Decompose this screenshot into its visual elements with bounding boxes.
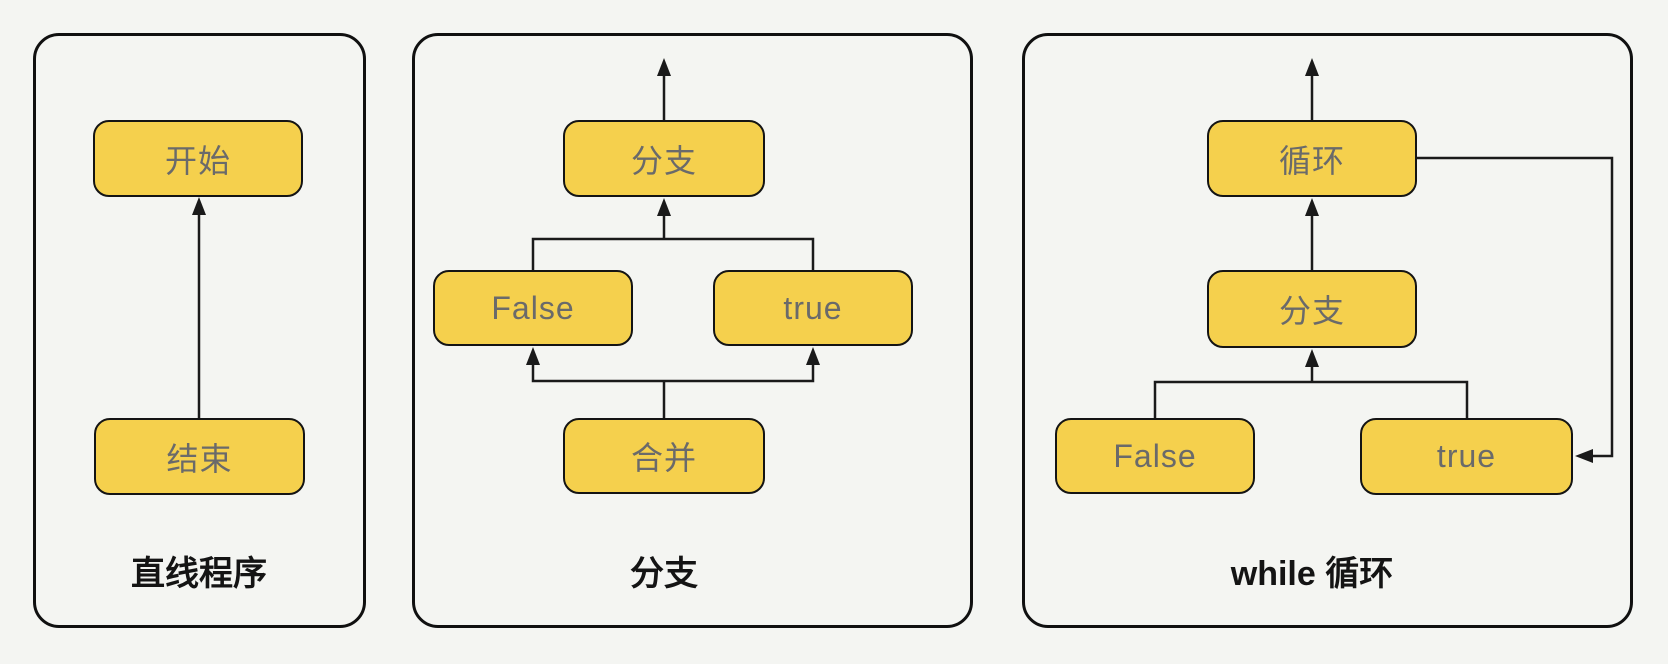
caption-linear-program: 直线程序 bbox=[131, 555, 267, 593]
panel-linear-program bbox=[33, 33, 366, 628]
caption-branch: 分支 bbox=[630, 555, 698, 593]
linear-node-end: 结束 bbox=[94, 418, 305, 495]
while-node-false: False bbox=[1055, 418, 1255, 494]
while-node-branch: 分支 bbox=[1207, 270, 1417, 348]
while-node-loop: 循环 bbox=[1207, 120, 1417, 197]
panel-branch bbox=[412, 33, 973, 628]
branch-node-merge: 合并 bbox=[563, 418, 765, 494]
while-node-true: true bbox=[1360, 418, 1573, 495]
branch-node-true: true bbox=[713, 270, 913, 346]
branch-node-branch: 分支 bbox=[563, 120, 765, 197]
caption-while-loop: while 循环 bbox=[1230, 555, 1394, 593]
linear-node-start: 开始 bbox=[93, 120, 303, 197]
branch-node-false: False bbox=[433, 270, 633, 346]
panel-while-loop bbox=[1022, 33, 1633, 628]
